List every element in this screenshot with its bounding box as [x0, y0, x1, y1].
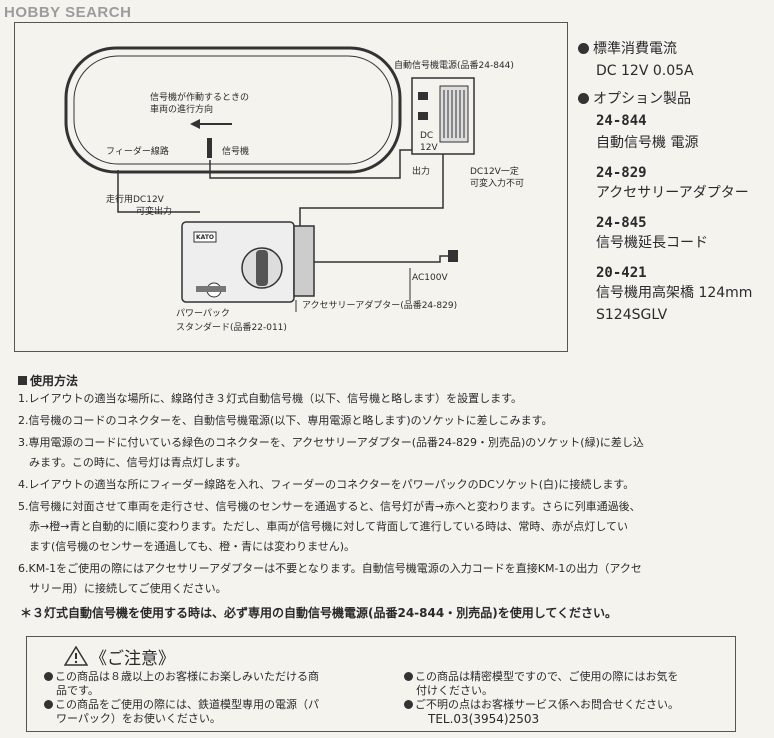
feeder-label: フィーダー線路	[106, 147, 169, 157]
caution-phone: TEL.03(3954)2503	[428, 712, 540, 726]
warning-triangle-icon	[64, 646, 88, 666]
option-title: オプション製品	[578, 90, 691, 108]
usage-line: 3.専用電源のコードに付いている緑色のコネクターを、アクセサリーアダプター(品番…	[18, 436, 644, 449]
option-code-2: 24-829	[596, 165, 647, 181]
direction-note-2: 車両の進行方向	[150, 105, 214, 115]
option-extra-4: S124SGLV	[596, 307, 668, 323]
option-code-3: 24-845	[596, 215, 647, 231]
caution-left-1: この商品は８歳以上のお客様にお楽しみいただける商	[44, 670, 319, 684]
usage-line: ます(信号機のセンサーを通過しても、橙・青には変わりません)。	[18, 540, 356, 553]
dc-label-1: DC	[420, 131, 434, 141]
caution-left-4: ワーパック）をお使いください。	[56, 712, 221, 725]
current-value: DC 12V 0.05A	[596, 63, 694, 79]
power-unit-label: 自動信号機電源(品番24-844)	[394, 61, 514, 71]
usage-line: 5.信号機に対面させて車両を走行させ、信号機のセンサーを通過すると、信号灯が青→…	[18, 500, 641, 513]
usage-title: 使用方法	[18, 372, 78, 389]
option-name-1: 自動信号機 電源	[596, 135, 699, 151]
signal-mast	[207, 138, 212, 158]
caution-title: 《ご注意》	[90, 649, 175, 669]
kato-logo: KATO	[196, 234, 215, 241]
usage-line: 4.レイアウトの適当な所にフィーダー線路を入れ、フィーダーのコネクターをパワーパ…	[18, 478, 635, 491]
usage-line: 6.KM-1をご使用の際にはアクセサリーアダプターは不要となります。自動信号機電…	[18, 562, 642, 575]
oval-track	[64, 46, 402, 174]
watermark: HOBBY SEARCH	[4, 4, 132, 21]
direction-note-1: 信号機が作動するときの	[150, 93, 250, 103]
accessory-adapter	[293, 225, 315, 297]
current-title: 標準消費電流	[578, 40, 677, 58]
usage-line: 1.レイアウトの適当な場所に、線路付き３灯式自動信号機（以下、信号機と略します）…	[18, 392, 523, 405]
signal-label: 信号機	[222, 147, 250, 157]
usage-line: 2.信号機のコードのコネクターを、自動信号機電源(以下、専用電源と略します)のソ…	[18, 414, 553, 427]
powerpack-label-1: パワーパック	[176, 309, 230, 319]
usage-line: サリー用）に接続してご使用ください。	[18, 582, 227, 595]
caution-left-3: この商品をご使用の際には、鉄道模型専用の電源（パ	[44, 698, 319, 712]
option-name-2: アクセサリーアダプター	[596, 185, 749, 201]
dc-const-label-1: DC12V一定	[470, 167, 519, 177]
caution-right-1: この商品は精密模型ですので、ご使用の際にはお気を	[404, 670, 679, 684]
option-code-1: 24-844	[596, 113, 647, 129]
dc-label-2: 12V	[420, 143, 438, 153]
wiring-diagram-frame	[14, 22, 568, 352]
option-name-4: 信号機用高架橋 124mm	[596, 285, 753, 301]
dc-const-label-2: 可変入力不可	[470, 179, 525, 189]
caution-right-2: 付けください。	[416, 684, 493, 697]
warning-note: ＊３灯式自動信号機を使用する時は、必ず専用の自動信号機電源(品番24-844・別…	[20, 606, 617, 620]
run-output-label-1: 走行用DC12V	[106, 195, 164, 205]
adapter-label: アクセサリーアダプター(品番24-829)	[302, 301, 458, 311]
caution-right-3: ご不明の点はお客様サービス係へお問合せください。	[404, 698, 679, 712]
run-output-label-2: 可変出力	[136, 207, 173, 217]
caution-box	[26, 636, 736, 732]
powerpack-label-2: スタンダード(品番22-011)	[176, 323, 287, 333]
usage-line: 赤→橙→青と自動的に順に変わります。ただし、車両が信号機に対して背面して進行して…	[18, 520, 629, 533]
output-label: 出力	[412, 167, 431, 177]
option-name-3: 信号機延長コード	[596, 235, 708, 251]
caution-left-2: 品です。	[56, 684, 99, 697]
ac-label: AC100V	[412, 273, 448, 283]
option-code-4: 20-421	[596, 265, 647, 281]
usage-line: みます。この時に、信号灯は青点灯します。	[18, 456, 247, 469]
